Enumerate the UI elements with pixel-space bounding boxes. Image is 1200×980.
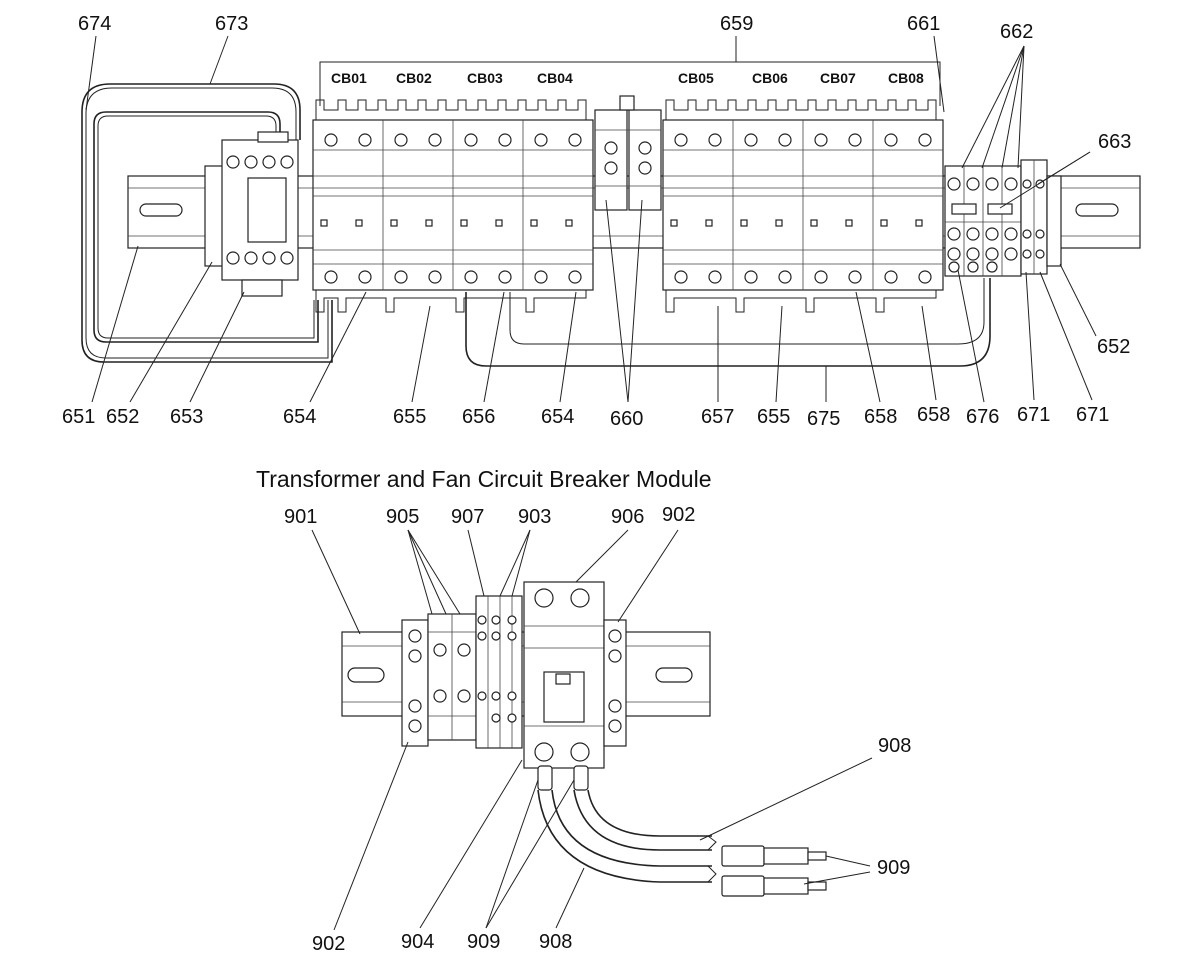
breaker-label-cb04: CB04: [537, 70, 573, 86]
wire-loop-673: [81, 83, 333, 363]
callout-652-left: 652: [106, 406, 139, 428]
circuit-breaker-906: [523, 581, 605, 769]
wire-loop-674: [93, 111, 319, 343]
callout-676: 676: [966, 406, 999, 428]
callout-658-right: 658: [917, 404, 950, 426]
callout-659: 659: [720, 13, 753, 35]
callout-909-right: 909: [877, 857, 910, 879]
callout-653: 653: [170, 406, 203, 428]
callout-909-bottom: 909: [467, 931, 500, 953]
callout-660: 660: [610, 408, 643, 430]
breaker-label-cb07: CB07: [820, 70, 856, 86]
top-assembly: CB01 CB02 CB03 CB04 CB05 CB06 CB07 CB08: [62, 13, 1141, 430]
callout-654-right: 654: [541, 406, 574, 428]
callout-651: 651: [62, 406, 95, 428]
bottom-leader-lines: [311, 529, 873, 931]
callout-907: 907: [451, 506, 484, 528]
breaker-block-5-8: [662, 99, 944, 313]
terminal-blocks-903-907: [475, 595, 523, 749]
callout-658-left: 658: [864, 406, 897, 428]
callout-674: 674: [78, 13, 111, 35]
callout-904: 904: [401, 931, 434, 953]
callout-671-right: 671: [1076, 404, 1109, 426]
breaker-label-cb06: CB06: [752, 70, 788, 86]
breaker-label-cb03: CB03: [467, 70, 503, 86]
ferrules-909: [721, 845, 827, 897]
right-terminal-blocks: [944, 159, 1062, 277]
breaker-label-cb05: CB05: [678, 70, 714, 86]
wire-675: [465, 278, 991, 367]
breaker-label-cb02: CB02: [396, 70, 432, 86]
top-leader-lines: [85, 35, 1097, 403]
callout-903: 903: [518, 506, 551, 528]
callout-908-bottom: 908: [539, 931, 572, 953]
module-title: Transformer and Fan Circuit Breaker Modu…: [256, 466, 712, 492]
callout-661: 661: [907, 13, 940, 35]
callout-655-right: 655: [757, 406, 790, 428]
callout-655-left: 655: [393, 406, 426, 428]
breaker-units: CB01 CB02 CB03 CB04 CB05 CB06 CB07 CB08: [312, 70, 944, 313]
callout-657: 657: [701, 406, 734, 428]
end-bracket-left: [401, 619, 429, 747]
middle-terminals: [594, 95, 662, 211]
callout-673: 673: [215, 13, 248, 35]
callout-908-top: 908: [878, 735, 911, 757]
callout-671-left: 671: [1017, 404, 1050, 426]
callout-652-right: 652: [1097, 336, 1130, 358]
callout-906: 906: [611, 506, 644, 528]
callout-662: 662: [1000, 21, 1033, 43]
end-bracket-right: [603, 619, 627, 747]
breaker-label-cb08: CB08: [888, 70, 924, 86]
callout-902-bottom: 902: [312, 933, 345, 955]
callout-905: 905: [386, 506, 419, 528]
callout-654-left: 654: [283, 406, 316, 428]
callout-675: 675: [807, 408, 840, 430]
contactor-module: [204, 131, 299, 297]
wires-908: [537, 765, 717, 883]
breaker-label-cb01: CB01: [331, 70, 367, 86]
breaker-block-1-4: [312, 99, 594, 313]
bottom-assembly: 901 905 907 903 906 902 908 909 902 904 …: [284, 504, 911, 955]
callout-901: 901: [284, 506, 317, 528]
callout-656: 656: [462, 406, 495, 428]
callout-663: 663: [1098, 131, 1131, 153]
callout-902-top: 902: [662, 504, 695, 526]
terminal-blocks-905: [427, 613, 477, 741]
